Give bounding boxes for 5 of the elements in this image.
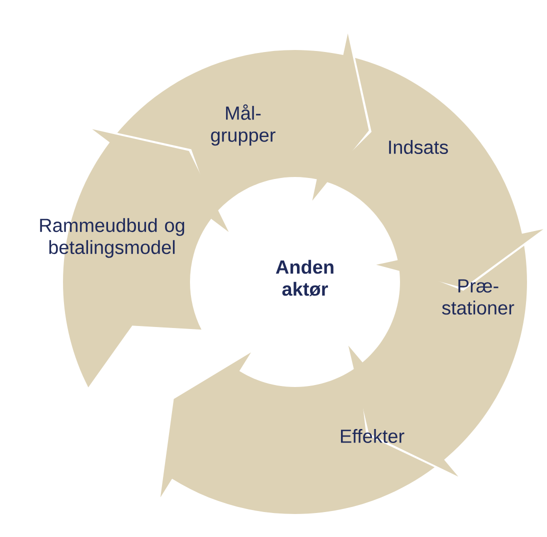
node-label: Rammeudbud og betalingsmodel	[40, 218, 184, 258]
curved-arrow-segment: Mål-grupper	[117, 34, 369, 214]
node-label: Mål-grupper	[211, 104, 276, 146]
curved-arrow-segment: Effekter	[160, 352, 435, 514]
node-label: Indsats	[389, 140, 448, 154]
